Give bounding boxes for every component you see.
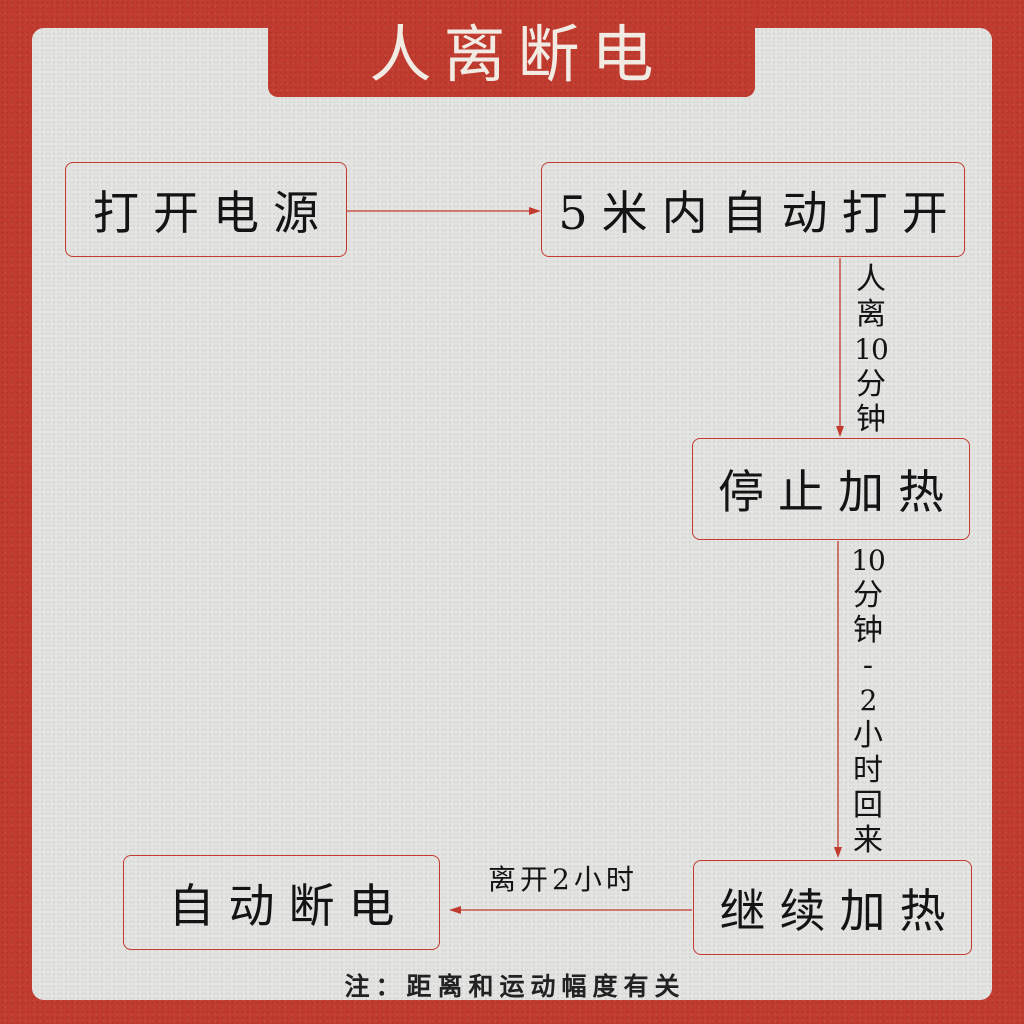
label-glyph: 2 (859, 684, 878, 717)
footnote: 注：距离和运动幅度有关 (344, 972, 686, 1001)
arrowhead-down (834, 847, 842, 858)
label-glyph: 钟 (853, 613, 883, 648)
content-panel (32, 28, 992, 1000)
label-glyph: 分 (856, 367, 886, 402)
label-glyph: 时 (853, 753, 883, 788)
label-glyph: 人 (856, 262, 886, 297)
edge-label-leave-2h: 离开2小时 (488, 863, 638, 896)
page-title: 人离断电 (369, 18, 666, 91)
arrow-auto-open-to-stop-heating (836, 258, 844, 437)
arrow-resume-heating-to-auto-off (449, 906, 692, 914)
label-glyph: 分 (853, 578, 883, 613)
node-resume-heating: 继续加热 (693, 860, 972, 955)
label-glyph: 钟 (856, 402, 886, 437)
arrow-power-on-to-auto-open (347, 207, 541, 215)
label-glyph: 来 (853, 823, 883, 858)
label-glyph: 10 (851, 544, 886, 577)
node-auto-open-within-5m: 5米内自动打开 (541, 162, 965, 257)
label-glyph: 小 (853, 718, 883, 753)
label-glyph: 回 (853, 788, 883, 823)
arrowhead-down (836, 426, 844, 437)
node-power-on: 打开电源 (65, 162, 347, 257)
node-auto-power-off: 自动断电 (123, 855, 440, 950)
title-banner: 人离断电 (268, 0, 755, 97)
arrowhead-right (529, 207, 541, 215)
label-glyph: 离 (856, 297, 886, 332)
arrowhead-left (449, 906, 461, 914)
label-glyph: - (862, 648, 874, 683)
label-glyph: 10 (854, 333, 889, 366)
arrow-stop-heating-to-resume-heating (834, 541, 842, 858)
node-stop-heating: 停止加热 (692, 438, 970, 540)
